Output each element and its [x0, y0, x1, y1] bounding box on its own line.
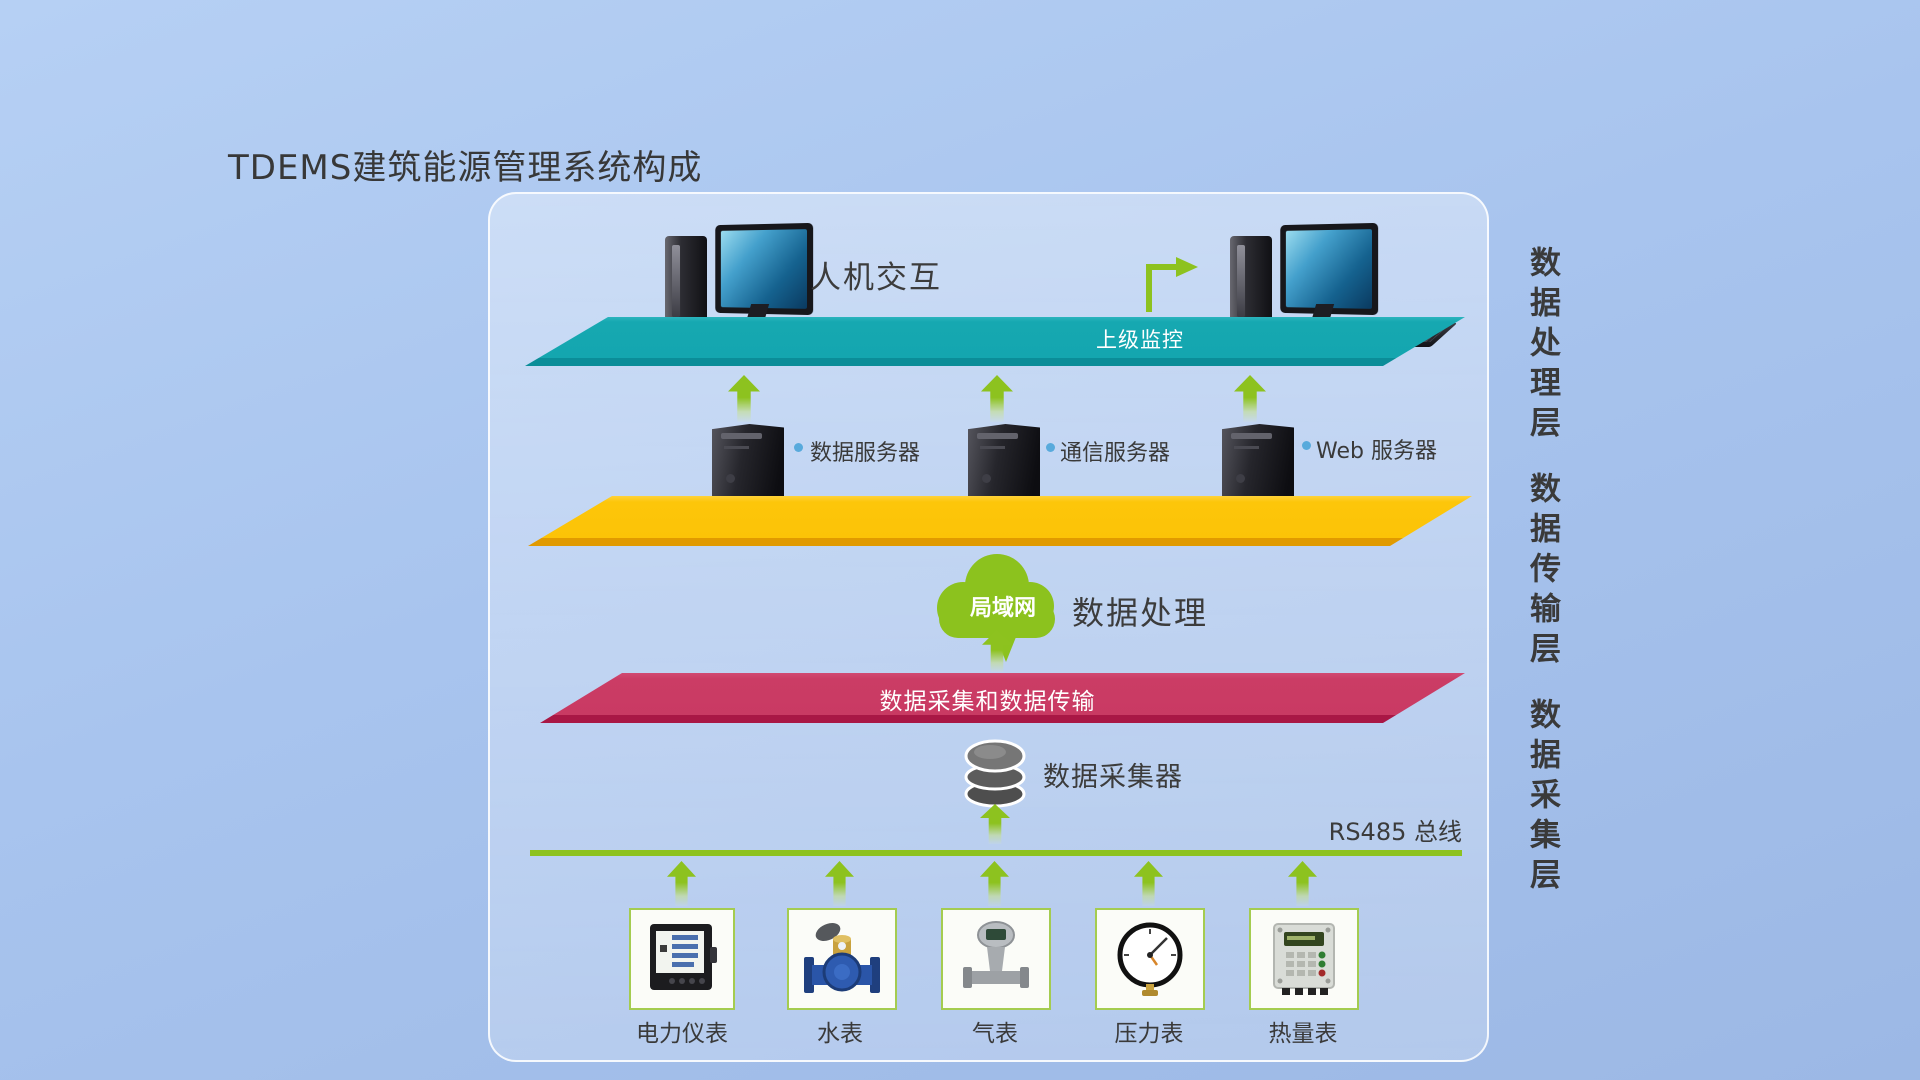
- pressure-gauge-icon: [1117, 922, 1183, 996]
- lan-cloud-label: 局域网: [969, 596, 1036, 621]
- server-tower-icon: [968, 424, 1040, 510]
- layer-label-transmission: 数据传输层: [1524, 472, 1560, 672]
- bullet-dot-icon: [794, 443, 803, 452]
- meter-box: [941, 908, 1051, 1010]
- meter-label: 水表: [817, 1021, 863, 1047]
- meter-label: 压力表: [1114, 1021, 1184, 1047]
- computer-monitor-icon: [715, 222, 814, 316]
- meter-label: 气表: [972, 1021, 1018, 1047]
- page-title: TDEMS建筑能源管理系统构成: [228, 148, 703, 188]
- processing-layer-band: [525, 317, 1465, 366]
- layer-labels-column: 数据处理层 数据传输层 数据采集层: [1520, 246, 1565, 898]
- server-tower-icon: [1222, 424, 1294, 510]
- meter-box: [1249, 908, 1359, 1010]
- heat-meter-icon: [1273, 923, 1335, 995]
- bullet-dot-icon: [1302, 441, 1311, 450]
- server-tower-icon: [712, 424, 784, 510]
- meter-box: [787, 908, 897, 1010]
- hmi-label: 人机交互: [810, 260, 942, 296]
- meter-label: 热量表: [1268, 1021, 1338, 1047]
- water-meter-icon: [804, 922, 880, 993]
- server-label: Web 服务器: [1316, 439, 1437, 464]
- power-meter-icon: [650, 924, 717, 990]
- bullet-dot-icon: [1046, 443, 1055, 452]
- database-icon: [964, 739, 1026, 808]
- rs485-bus-label: RS485 总线: [1328, 818, 1462, 846]
- rs485-bus-line: [530, 850, 1462, 856]
- data-processing-label: 数据处理: [1072, 594, 1209, 632]
- layer-label-collection: 数据采集层: [1524, 698, 1560, 898]
- gas-meter-icon: [963, 921, 1029, 988]
- meter-box: [1095, 908, 1205, 1010]
- computer-monitor-icon: [1280, 222, 1379, 316]
- collector-label: 数据采集器: [1043, 762, 1183, 793]
- server-label: 数据服务器: [810, 441, 921, 466]
- meter-label: 电力仪表: [636, 1021, 728, 1047]
- layer-label-processing: 数据处理层: [1524, 246, 1560, 446]
- transfer-layer-band: 数据采集和数据传输: [540, 673, 1465, 723]
- supervisor-label: 上级监控: [1096, 328, 1184, 352]
- meter-box: [629, 908, 735, 1010]
- server-layer-band: [528, 496, 1472, 546]
- supervisor-link-arrow-icon: [1146, 257, 1198, 312]
- lan-cloud-icon: [937, 554, 1055, 662]
- server-label: 通信服务器: [1060, 441, 1171, 466]
- transfer-band-label: 数据采集和数据传输: [879, 689, 1096, 715]
